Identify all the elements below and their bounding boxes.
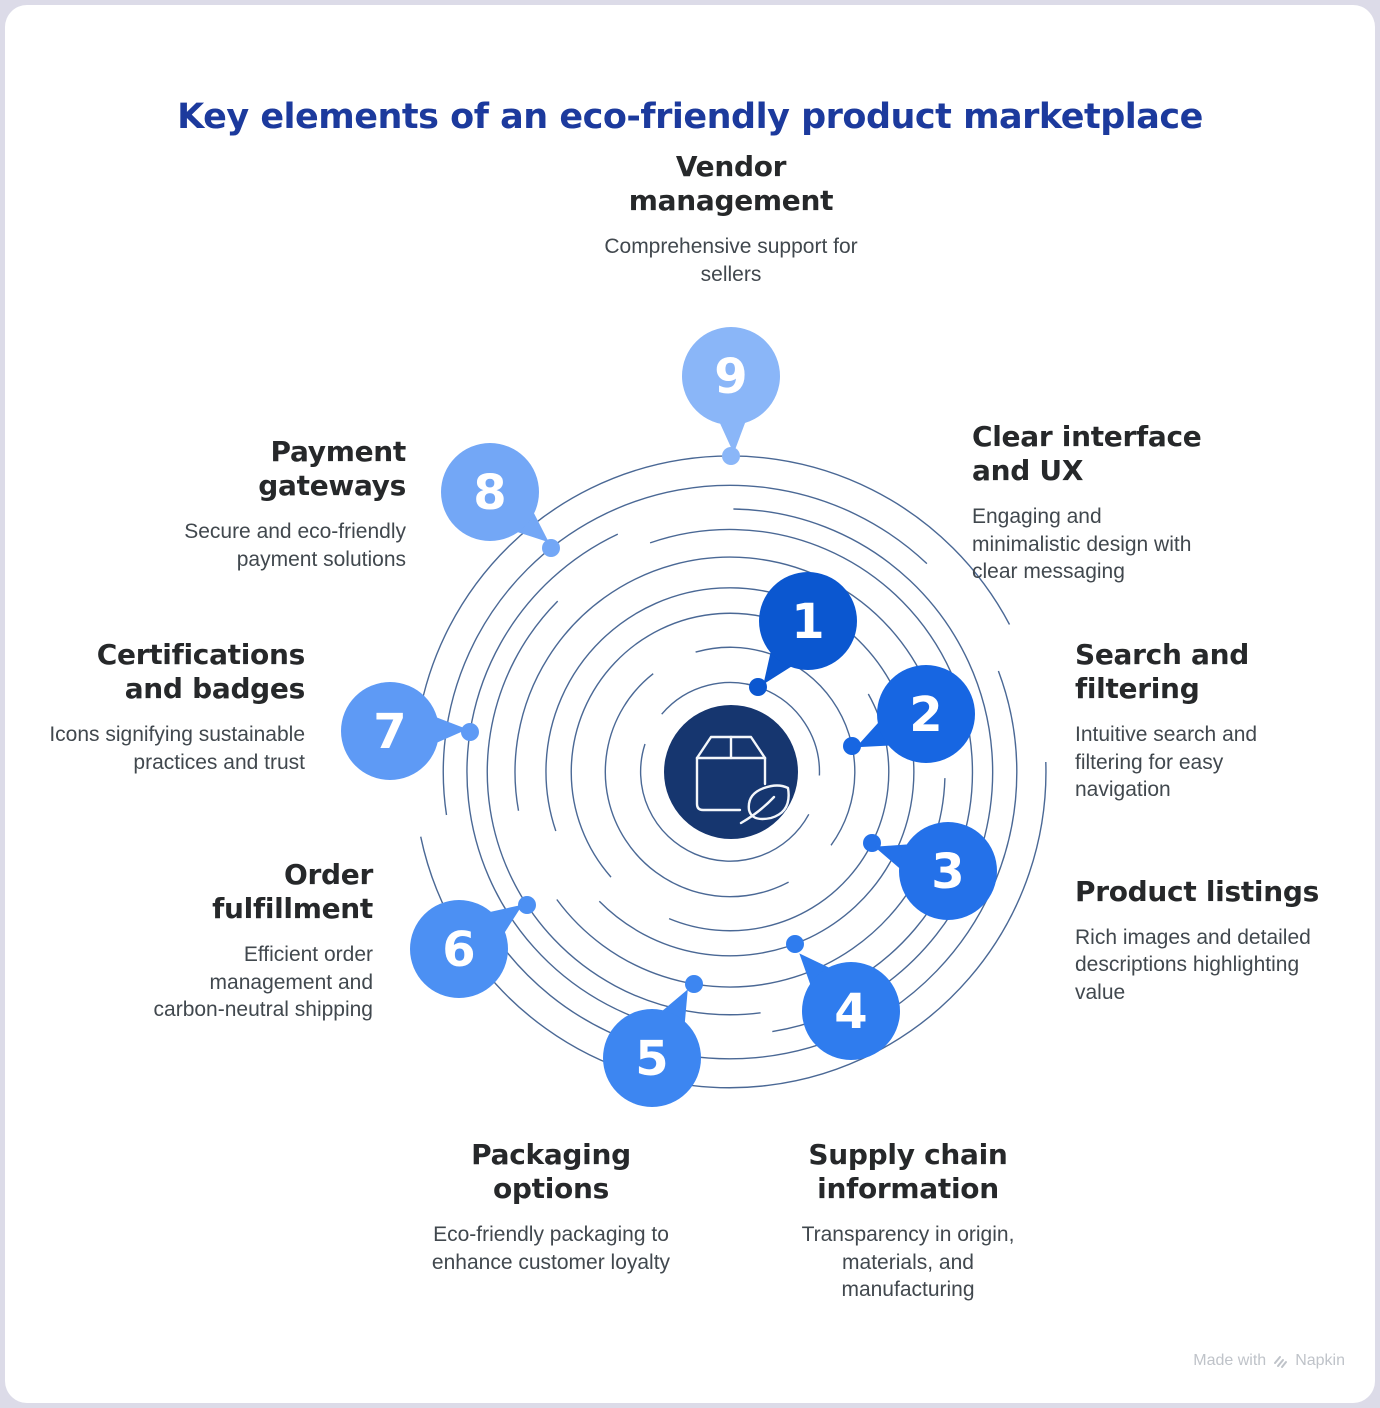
number-bubbles: 1 2 3 4 5 6 7 8 9 (341, 327, 997, 1107)
watermark-brand: Napkin (1295, 1352, 1345, 1369)
item-title: Clear interface and UX (972, 420, 1202, 488)
spiral-dot (722, 447, 740, 465)
label-supply-chain-information: Supply chain information Transparency in… (778, 1138, 1038, 1303)
bubble-tail (513, 509, 549, 543)
bubble-circle (341, 682, 439, 780)
item-description: Engaging and minimalistic design with cl… (972, 505, 1192, 583)
spiral-dot (518, 896, 536, 914)
bubble-6: 6 (410, 900, 523, 998)
center-node (664, 705, 798, 839)
spiral-ring (466, 533, 673, 1030)
bubble-7: 7 (341, 682, 468, 780)
spiral-ring (695, 646, 856, 846)
item-description: Icons signifying sustainable practices a… (49, 723, 305, 774)
bubble-4: 4 (799, 953, 900, 1060)
made-with-napkin-watermark: Made with Napkin (1193, 1352, 1345, 1370)
label-vendor-management: Vendor management Comprehensive support … (591, 150, 871, 288)
bubble-number: 2 (909, 687, 942, 743)
spiral-ring (668, 693, 890, 932)
label-search-and-filtering: Search and filtering Intuitive search an… (1075, 638, 1285, 803)
spiral-dot (843, 737, 861, 755)
bubble-number: 6 (442, 922, 475, 978)
bubble-number: 9 (714, 349, 747, 405)
bubble-circle (441, 443, 539, 541)
bubble-tail (763, 648, 795, 685)
item-description: Transparency in origin, materials, and m… (801, 1223, 1015, 1301)
spiral-dot (542, 539, 560, 557)
infographic-card (5, 5, 1375, 1403)
bubble-1: 1 (759, 572, 857, 685)
bubble-circle (759, 572, 857, 670)
spiral-dot (786, 935, 804, 953)
spiral-ring (418, 455, 1011, 717)
item-title: Vendor management (628, 150, 834, 218)
label-clear-interface-and-ux: Clear interface and UX Engaging and mini… (972, 420, 1207, 585)
bubble-circle (802, 962, 900, 1060)
item-description: Secure and eco-friendly payment solution… (184, 520, 406, 571)
item-description: Efficient order management and carbon-ne… (153, 943, 373, 1021)
bubble-tail (718, 418, 747, 454)
bubble-circle (603, 1009, 701, 1107)
bubble-3: 3 (874, 822, 997, 920)
bubble-tail (799, 953, 833, 989)
spiral-dot (461, 723, 479, 741)
bubble-tail (433, 716, 468, 745)
item-description: Comprehensive support for sellers (604, 235, 858, 286)
label-product-listings: Product listings Rich images and detaile… (1075, 875, 1325, 1006)
label-order-fulfillment: Order fulfillment Efficient order manage… (133, 858, 374, 1023)
bubble-circle (877, 665, 975, 763)
item-title: Search and filtering (1075, 638, 1250, 706)
bubble-circle (899, 822, 997, 920)
bubble-number: 5 (635, 1031, 668, 1087)
bubble-number: 7 (373, 704, 406, 760)
bubble-number: 4 (834, 984, 867, 1040)
label-payment-gateways: Payment gateways Secure and eco-friendly… (166, 435, 406, 573)
napkin-logo-icon (1274, 1355, 1288, 1368)
bubble-9: 9 (682, 327, 780, 454)
bubble-tail (486, 904, 523, 936)
center-circle (664, 705, 798, 839)
bubble-2: 2 (856, 665, 975, 763)
item-title: Order fulfillment (212, 858, 373, 926)
item-title: Packaging options (471, 1138, 631, 1206)
bubble-tail (659, 989, 688, 1027)
item-title: Certifications and badges (96, 638, 306, 706)
bubble-circle (410, 900, 508, 998)
spiral-ring (442, 484, 928, 816)
bubble-8: 8 (441, 443, 549, 543)
watermark-prefix: Made with (1193, 1352, 1267, 1369)
label-certifications-and-badges: Certifications and badges Icons signifyi… (45, 638, 305, 776)
item-title: Product listings (1075, 875, 1319, 908)
item-description: Rich images and detailed descriptions hi… (1075, 926, 1311, 1004)
spiral-ring (604, 673, 789, 898)
bubble-number: 8 (473, 465, 506, 521)
bubble-circle (682, 327, 780, 425)
item-title: Supply chain information (808, 1138, 1008, 1206)
package-leaf-icon (695, 735, 790, 825)
page-title: Key elements of an eco-friendly product … (177, 97, 1203, 138)
spiral-ring (598, 750, 915, 957)
spiral-dot (749, 678, 767, 696)
item-title: Payment gateways (258, 435, 406, 503)
spiral-ring (639, 743, 810, 862)
bubble-number: 1 (791, 594, 824, 650)
spiral-dots (461, 447, 881, 993)
spiral-dot (685, 975, 703, 993)
bubble-number: 3 (931, 844, 964, 900)
label-packaging-options: Packaging options Eco-friendly packaging… (411, 1138, 691, 1276)
item-description: Eco-friendly packaging to enhance custom… (431, 1223, 671, 1274)
item-description: Intuitive search and filtering for easy … (1075, 723, 1258, 801)
bubble-5: 5 (603, 989, 701, 1107)
spiral-ring (514, 556, 933, 811)
